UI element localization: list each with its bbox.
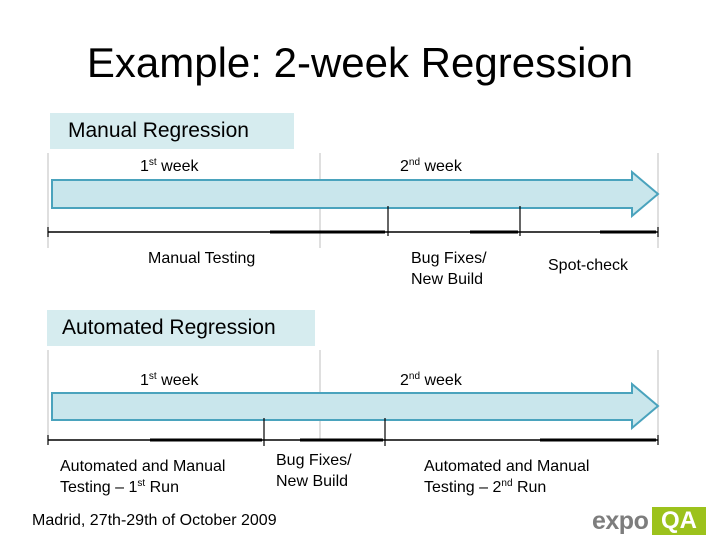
phase-line: Bug Fixes/ [411, 250, 487, 267]
expoqa-logo: expo QA [592, 505, 714, 537]
auto-bug-fixes-phase: Bug Fixes/ New Build [276, 450, 352, 492]
auto-run2-phase: Automated and Manual Testing – 2nd Run [424, 456, 589, 498]
auto-week1-label: 1st week [140, 371, 199, 390]
phase-line: Testing – 1st Run [60, 478, 179, 497]
automated-timeline [47, 350, 660, 446]
manual-week1-label: 1st week [140, 157, 199, 176]
auto-run1-phase: Automated and Manual Testing – 1st Run [60, 456, 225, 498]
manual-bug-fixes-phase: Bug Fixes/ New Build [411, 248, 487, 290]
phase-line: Bug Fixes/ [276, 452, 352, 469]
phase-line: Testing – 2nd Run [424, 478, 547, 497]
manual-week-arrow [51, 169, 660, 219]
auto-week2-label: 2nd week [400, 371, 462, 390]
logo-qa-box: QA [652, 507, 706, 535]
manual-week2-label: 2nd week [400, 157, 462, 176]
phase-line: New Build [276, 473, 349, 490]
manual-regression-label: Manual Regression [50, 113, 294, 149]
manual-timeline [47, 153, 660, 248]
phase-line: Automated and Manual [60, 458, 226, 475]
logo-expo-text: expo [592, 507, 649, 535]
manual-testing-phase: Manual Testing [148, 250, 256, 267]
automated-week-arrow [51, 381, 660, 431]
phase-line: Automated and Manual [424, 458, 590, 475]
automated-regression-label: Automated Regression [47, 310, 315, 346]
slide-title: Example: 2-week Regression [86, 39, 634, 86]
phase-line: New Build [411, 271, 484, 288]
spot-check-phase: Spot-check [548, 257, 629, 274]
event-footer: Madrid, 27th-29th of October 2009 [32, 512, 277, 529]
